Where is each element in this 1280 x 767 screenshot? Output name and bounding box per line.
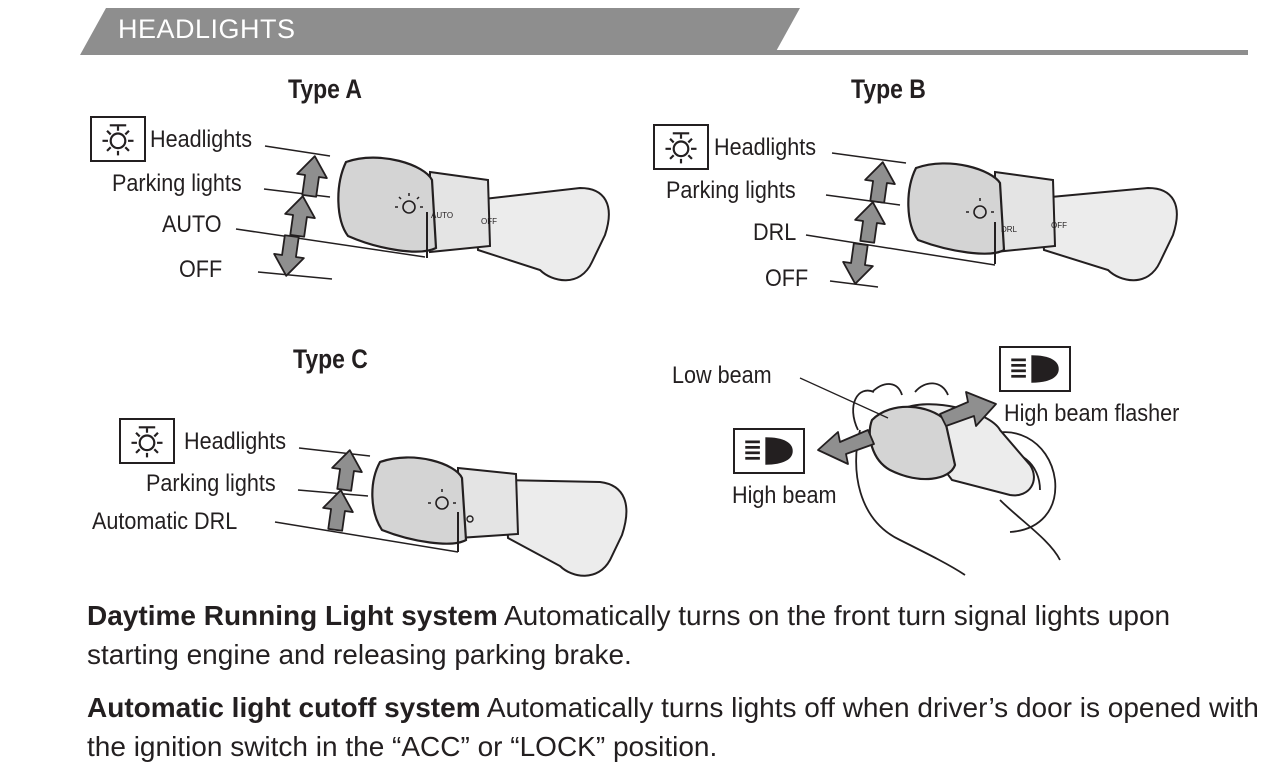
- type-b-off-label: OFF: [765, 265, 809, 292]
- type-b-stalk-off-mark: OFF: [1051, 221, 1067, 230]
- type-c-leader-lines: [274, 447, 459, 553]
- type-c-title: Type C: [293, 344, 368, 374]
- light-cutoff-heading: Automatic light cutoff system: [87, 692, 481, 723]
- type-b-leader-lines: [805, 152, 996, 288]
- type-b-headlights-label: Headlights: [714, 134, 817, 161]
- drl-system-text: Automatically turns on the front turn si…: [87, 600, 1171, 670]
- type-c-headlights-label: Headlights: [184, 428, 287, 455]
- type-a-up-arrow-1: [293, 153, 331, 199]
- headlight-switch-icon: [119, 418, 175, 464]
- type-a-auto-label: AUTO: [162, 211, 222, 238]
- type-b-parking-lights-label: Parking lights: [666, 177, 796, 204]
- high-beam-icon: [733, 428, 805, 474]
- type-a-headlights-label: Headlights: [150, 126, 253, 153]
- type-a-stalk: AUTO OFF: [337, 156, 610, 282]
- section-underline: [760, 50, 1248, 55]
- type-b-down-arrow: [839, 241, 877, 287]
- hand-with-stalk: [852, 382, 1061, 576]
- high-beam-icon: [999, 346, 1071, 392]
- drl-system-heading: Daytime Running Light system: [87, 600, 498, 631]
- section-banner: [80, 8, 800, 55]
- type-a-title: Type A: [288, 74, 362, 104]
- headlight-switch-icon: [90, 116, 146, 162]
- type-a-up-arrow-2: [281, 193, 319, 239]
- type-b-up-arrow-1: [861, 159, 899, 205]
- type-a-down-arrow: [270, 233, 308, 279]
- type-c-automatic-drl-label: Automatic DRL: [92, 508, 238, 535]
- illustrations: AUTO OFF DRL OFF: [235, 145, 1178, 577]
- low-beam-leader-line: [799, 377, 889, 419]
- high-beam-label: High beam: [732, 482, 837, 509]
- type-a-parking-lights-label: Parking lights: [112, 170, 242, 197]
- type-b-title: Type B: [851, 74, 926, 104]
- type-c-stalk: [371, 456, 628, 577]
- drl-system-paragraph: Daytime Running Light system Automatical…: [87, 596, 1267, 674]
- light-cutoff-paragraph: Automatic light cutoff system Automatica…: [87, 688, 1267, 766]
- high-beam-arrow: [817, 429, 875, 465]
- high-beam-flasher-label: High beam flasher: [1004, 400, 1180, 427]
- section-title: HEADLIGHTS: [118, 14, 296, 44]
- beam-stalk: [868, 403, 1035, 497]
- type-c-parking-lights-label: Parking lights: [146, 470, 276, 497]
- low-beam-label: Low beam: [672, 362, 772, 389]
- light-cutoff-text: Automatically turns lights off when driv…: [87, 692, 1259, 762]
- high-beam-flasher-arrow: [939, 391, 997, 427]
- headlight-switch-icon: [653, 124, 709, 170]
- type-a-stalk-auto-mark: AUTO: [431, 211, 453, 220]
- type-b-stalk-drl-mark: DRL: [1001, 225, 1018, 234]
- type-a-stalk-off-mark: OFF: [481, 217, 497, 226]
- type-a-leader-lines: [235, 145, 426, 280]
- type-b-drl-label: DRL: [753, 219, 797, 246]
- type-b-up-arrow-2: [851, 199, 889, 245]
- type-b-stalk: DRL OFF: [907, 162, 1178, 282]
- type-a-off-label: OFF: [179, 256, 223, 283]
